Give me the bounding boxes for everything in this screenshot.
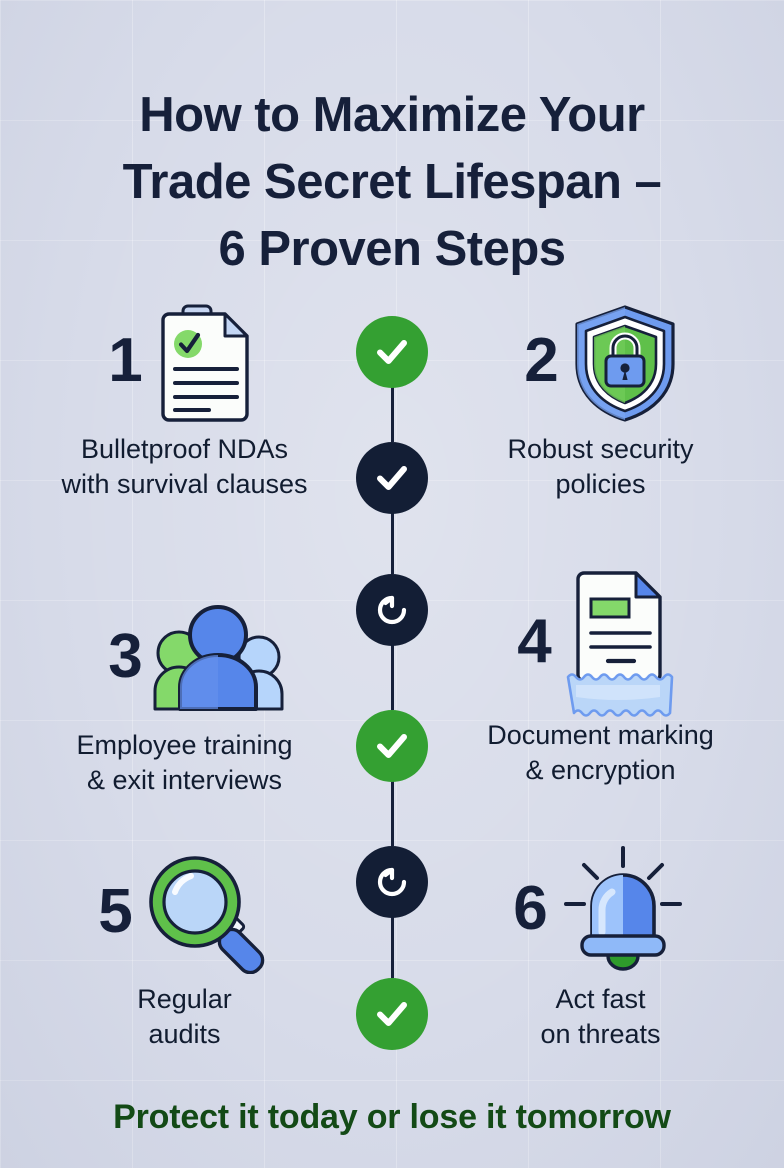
step-4-number: 4 — [517, 607, 552, 676]
step-5-number: 5 — [98, 877, 133, 946]
check-icon — [377, 466, 407, 490]
step-1[interactable]: 1 Bulletproof NDAs with survival clauses — [12, 296, 357, 502]
timeline-node-1[interactable] — [356, 316, 428, 388]
step-1-caption: Bulletproof NDAs with survival clauses — [12, 432, 357, 502]
magnifying-glass-icon — [143, 850, 271, 975]
page-title: How to Maximize Your Trade Secret Lifesp… — [0, 82, 784, 283]
step-6-header: 6 — [428, 842, 773, 976]
step-5[interactable]: 5 Regular audits — [12, 848, 357, 1052]
refresh-icon — [377, 595, 407, 625]
step-6-caption-line-1: Act fast — [555, 984, 646, 1014]
timeline-node-4[interactable] — [356, 710, 428, 782]
step-4-caption-line-1: Document marking — [487, 720, 714, 750]
step-4[interactable]: 4 Document marking & encryption — [428, 562, 773, 788]
timeline-node-6[interactable] — [356, 978, 428, 1050]
title-line-1: How to Maximize Your — [139, 88, 645, 142]
shield-lock-icon — [569, 302, 677, 422]
step-1-header: 1 — [12, 296, 357, 426]
tagline: Protect it today or lose it tomorrow — [113, 1098, 671, 1136]
timeline-node-3[interactable] — [356, 574, 428, 646]
timeline-connector — [390, 610, 394, 710]
document-check-icon — [153, 302, 261, 422]
refresh-icon — [377, 867, 407, 897]
step-2-caption-line-1: Robust security — [507, 434, 694, 464]
step-4-header: 4 — [428, 562, 773, 722]
timeline-connector — [390, 882, 394, 978]
title-line-2: Trade Secret Lifespan – — [122, 155, 662, 209]
timeline-connector — [390, 352, 394, 442]
step-6-caption: Act fast on threats — [428, 982, 773, 1052]
step-6-caption-line-2: on threats — [540, 1019, 661, 1049]
check-icon — [377, 340, 407, 364]
step-2[interactable]: 2 Robust security policies — [428, 296, 773, 502]
alarm-bell-icon — [558, 844, 688, 974]
step-1-number: 1 — [108, 326, 143, 395]
title-line-3: 6 Proven Steps — [218, 222, 566, 276]
step-3-caption: Employee training & exit interviews — [12, 728, 357, 798]
step-4-caption: Document marking & encryption — [428, 718, 773, 788]
timeline-connector — [390, 478, 394, 574]
timeline-node-5[interactable] — [356, 846, 428, 918]
step-2-header: 2 — [428, 296, 773, 426]
document-encryption-icon — [562, 567, 684, 717]
check-icon — [377, 734, 407, 758]
people-group-icon — [153, 603, 284, 711]
step-3-caption-line-2: & exit interviews — [86, 765, 283, 795]
step-4-caption-line-2: & encryption — [525, 755, 676, 785]
step-3-header: 3 — [12, 592, 357, 722]
timeline-node-2[interactable] — [356, 442, 428, 514]
step-5-header: 5 — [12, 848, 357, 976]
step-3-caption-line-1: Employee training — [76, 730, 293, 760]
step-5-caption-line-2: audits — [148, 1019, 221, 1049]
step-6[interactable]: 6 Act fast on threats — [428, 842, 773, 1052]
step-3[interactable]: 3 Employee training & exit interviews — [12, 592, 357, 798]
step-5-caption-line-1: Regular — [137, 984, 232, 1014]
timeline-connector — [390, 746, 394, 846]
step-3-number: 3 — [108, 622, 143, 691]
step-1-caption-line-1: Bulletproof NDAs — [80, 434, 289, 464]
step-1-caption-line-2: with survival clauses — [61, 469, 308, 499]
check-icon — [377, 1002, 407, 1026]
step-6-number: 6 — [513, 874, 548, 943]
step-2-caption: Robust security policies — [428, 432, 773, 502]
step-2-caption-line-2: policies — [555, 469, 646, 499]
step-2-number: 2 — [524, 326, 559, 395]
step-5-caption: Regular audits — [12, 982, 357, 1052]
